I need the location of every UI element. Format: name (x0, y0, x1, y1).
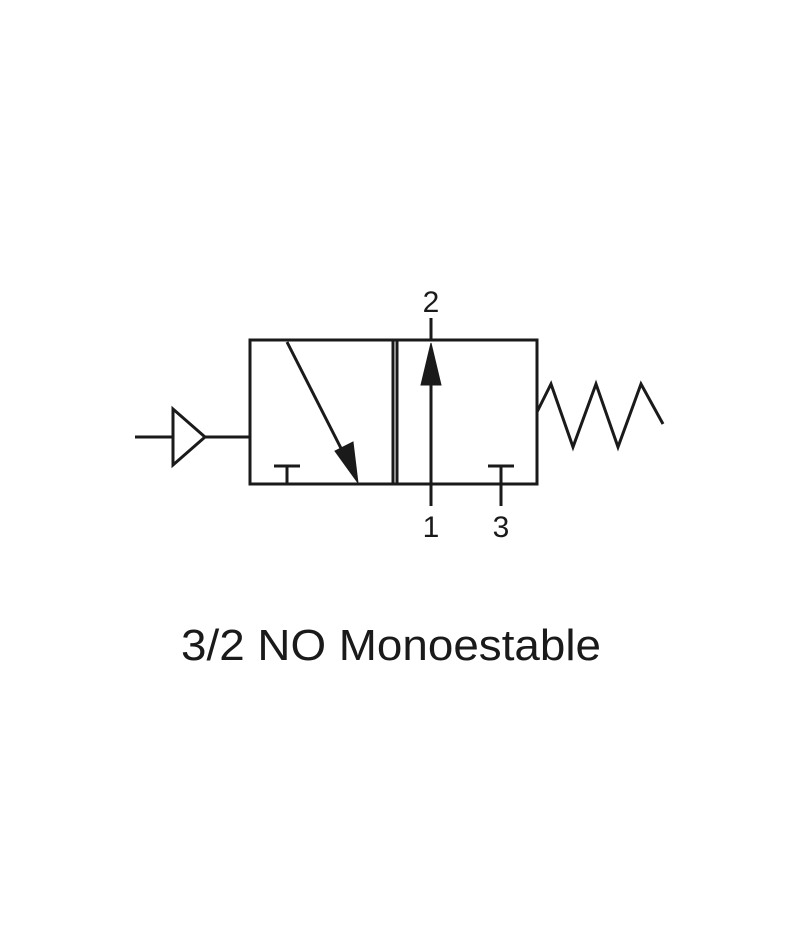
port-label-1: 1 (423, 511, 440, 544)
port-label-3: 3 (493, 511, 510, 544)
spring-return (535, 379, 665, 452)
flow-arrow-diagonal-head (334, 441, 359, 484)
port-label-2: 2 (423, 286, 440, 319)
valve-box-right (391, 338, 539, 486)
flow-arrow-diagonal-shaft (285, 341, 352, 467)
flow-arrow-vertical-head (420, 342, 442, 386)
diagram-caption: 3/2 NO Monoestable (181, 621, 601, 670)
pilot-triangle (171, 405, 208, 469)
